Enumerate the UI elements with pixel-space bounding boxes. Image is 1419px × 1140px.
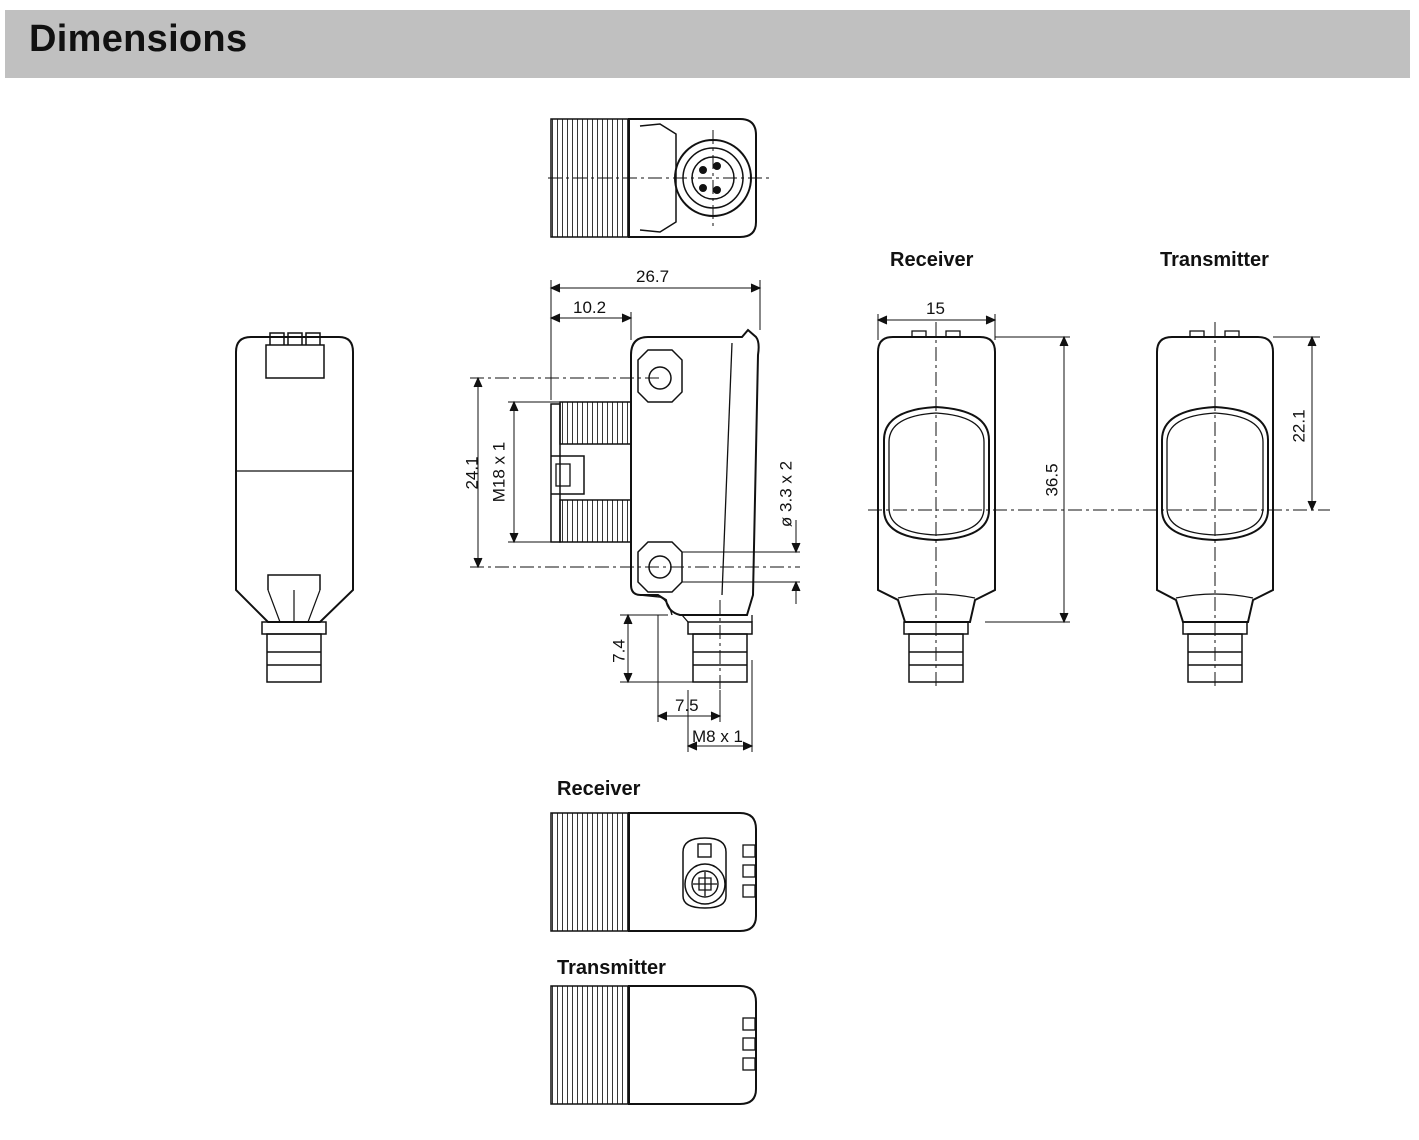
receiver-front-view <box>877 322 996 690</box>
transmitter-dimensions <box>1273 335 1320 512</box>
dim-mount-spacing: 24.1 <box>462 456 481 489</box>
receiver-dimensions <box>868 314 1330 624</box>
back-view <box>235 332 354 683</box>
label-transmitter: Transmitter <box>1160 249 1269 271</box>
dim-connector-offset: 7.5 <box>675 696 699 715</box>
dim-thread-size: M18 x 1 <box>489 442 508 502</box>
header-bar: Dimensions <box>5 10 1410 78</box>
transmitter-front-view <box>1156 322 1274 690</box>
dim-overall-depth: 26.7 <box>636 267 669 286</box>
dim-height: 36.5 <box>1042 463 1061 496</box>
top-view <box>548 118 770 238</box>
side-view <box>550 328 760 690</box>
page-title: Dimensions <box>29 18 248 60</box>
dim-hole-diameter: ø 3.3 x 2 <box>776 461 795 527</box>
dim-connector-thread: M8 x 1 <box>692 727 743 746</box>
label-receiver: Receiver <box>890 249 974 271</box>
dim-width: 15 <box>926 299 945 318</box>
label-bottom-receiver: Receiver <box>557 778 641 800</box>
label-bottom-transmitter: Transmitter <box>557 957 666 979</box>
bottom-receiver-view <box>550 812 757 932</box>
dim-thread-depth: 10.2 <box>573 298 606 317</box>
dim-connector-height: 7.4 <box>609 639 628 663</box>
bottom-transmitter-view <box>550 985 757 1105</box>
dim-lens-center: 22.1 <box>1289 409 1308 442</box>
side-dimensions <box>470 280 801 752</box>
